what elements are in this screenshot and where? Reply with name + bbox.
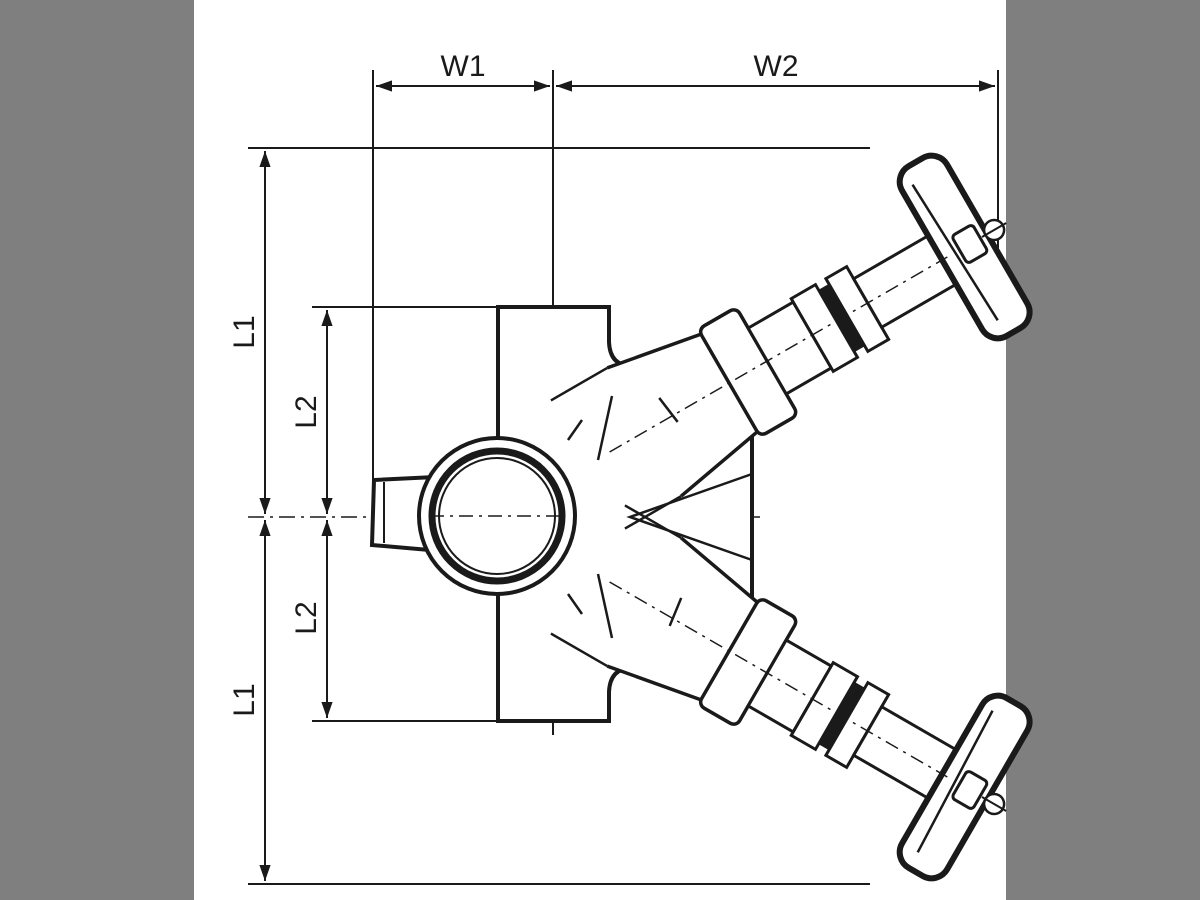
dim-label-l2-top: L2 [290, 395, 323, 428]
dim-label-l1-bottom: L1 [228, 683, 261, 716]
dim-label-l1-top: L1 [228, 315, 261, 348]
dim-label-l2-bottom: L2 [290, 601, 323, 634]
dim-label-w2: W2 [754, 50, 799, 83]
dim-label-w1: W1 [441, 50, 486, 83]
